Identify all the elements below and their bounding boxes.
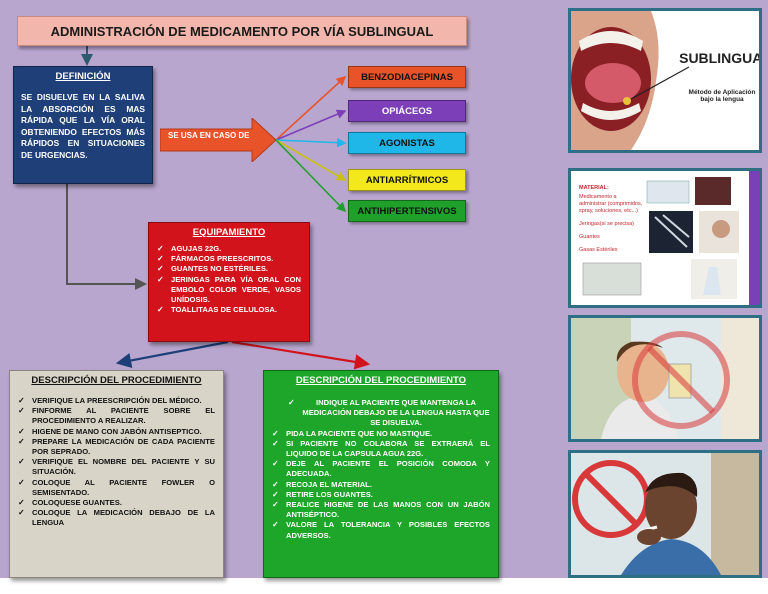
materials-item: Guantes	[579, 234, 600, 240]
equipment-item: JERINGAS PARA VÍA ORAL CON EMBOLO COLOR …	[157, 275, 301, 306]
use-opiaceos: OPIÁCEOS	[348, 100, 466, 122]
use-antihipertensivos: ANTIHIPERTENSIVOS	[348, 200, 466, 222]
procedure-step: VERIFIQUE EL NOMBRE DEL PACIENTE Y SU SI…	[18, 457, 215, 477]
definition-text: SE DISUELVE EN LA SALIVA LA ABSORCIÓN ES…	[21, 92, 145, 160]
procedure-step: INDIQUE AL PACIENTE QUE MANTENGA LA MEDI…	[272, 398, 490, 429]
equipment-item: TOALLITAAS DE CELULOSA.	[157, 305, 301, 315]
procedure-step: FINFORME AL PACIENTE SOBRE EL PROCEDIMIE…	[18, 406, 215, 426]
procedure-step: RETIRE LOS GUANTES.	[272, 490, 490, 500]
use-benzodiacepinas: BENZODIACEPINAS	[348, 66, 466, 88]
procedure-step: COLOQUESE GUANTES.	[18, 498, 215, 508]
definition-box: DEFINICIÓN SE DISUELVE EN LA SALIVA LA A…	[13, 66, 153, 184]
definition-heading: DEFINICIÓN	[55, 71, 111, 82]
use-antiarritmicos: ANTIARRÍTMICOS	[348, 169, 466, 191]
materials-list: MATERIAL: Medicamento a administrar (com…	[579, 185, 645, 254]
materials-item: Jeringas(si se precisa)	[579, 221, 635, 227]
materials-image: MATERIAL: Medicamento a administrar (com…	[568, 168, 762, 308]
use-agonistas: AGONISTAS	[348, 132, 466, 154]
equipment-box: EQUIPAMIENTO AGUJAS 22G. FÁRMACOS PREESC…	[148, 222, 310, 342]
materials-heading: MATERIAL:	[579, 185, 609, 191]
materials-item: Medicamento a administrar (comprimidos, …	[579, 194, 643, 214]
procedure-step: RECOJA EL MATERIAL.	[272, 480, 490, 490]
procedure-step: COLOQUE LA MEDICACIÓN DEBAJO DE LA LENGU…	[18, 508, 215, 528]
no-drinking-image	[568, 315, 762, 442]
no-smoking-image	[568, 450, 762, 578]
equipment-item: GUANTES NO ESTÉRILES.	[157, 264, 301, 274]
procedure-step: SI PACIENTE NO COLABORA SE EXTRAERÁ EL L…	[272, 439, 490, 459]
procedure-step: PIDA LA PACIENTE QUE NO MASTIQUE.	[272, 429, 490, 439]
sublingual-image: SUBLINGUAL Método de Aplicación bajo la …	[568, 8, 762, 153]
procedure-step: HIGENE DE MANO CON JABÓN ANTISEPTICO.	[18, 427, 215, 437]
page-title: ADMINISTRACIÓN DE MEDICAMENTO POR VÍA SU…	[17, 16, 467, 46]
sublingual-title: SUBLINGUAL	[679, 50, 759, 66]
procedure-step: COLOQUE AL PACIENTE FOWLER O SEMISENTADO…	[18, 478, 215, 498]
procedure-step: REALICE HIGENE DE LAS MANOS CON UN JABÓN…	[272, 500, 490, 520]
procedure-left-box: DESCRIPCIÓN DEL PROCEDIMIENTO VERIFIQUE …	[9, 370, 224, 578]
equipment-item: FÁRMACOS PREESCRITOS.	[157, 254, 301, 264]
uses-label: SE USA EN CASO DE	[168, 131, 250, 140]
equipment-heading: EQUIPAMIENTO	[192, 227, 266, 238]
procedure-step: VERIFIQUE LA PREESCRIPCIÓN DEL MÉDICO.	[18, 396, 215, 406]
procedure-step: DEJE AL PACIENTE EL POSICIÓN COMODA Y AD…	[272, 459, 490, 479]
bottom-strip	[0, 578, 768, 594]
equipment-item: AGUJAS 22G.	[157, 244, 301, 254]
procedure-step: PREPARE LA MEDICACIÓN DE CADA PACIENTE P…	[18, 437, 215, 457]
procedure-step: VALORE LA TOLERANCIA Y POSIBLES EFECTOS …	[272, 520, 490, 540]
procedure-left-heading: DESCRIPCIÓN DEL PROCEDIMIENTO	[31, 375, 202, 386]
procedure-right-box: DESCRIPCIÓN DEL PROCEDIMIENTO INDIQUE AL…	[263, 370, 499, 578]
sublingual-caption: Método de Aplicación bajo la lengua	[688, 89, 756, 103]
procedure-right-heading: DESCRIPCIÓN DEL PROCEDIMIENTO	[295, 375, 467, 386]
open-mouth-illustration: SUBLINGUAL Método de Aplicación bajo la …	[571, 11, 759, 150]
uses-arrow: SE USA EN CASO DE	[159, 116, 277, 164]
materials-item: Gasas Estériles	[579, 247, 618, 253]
